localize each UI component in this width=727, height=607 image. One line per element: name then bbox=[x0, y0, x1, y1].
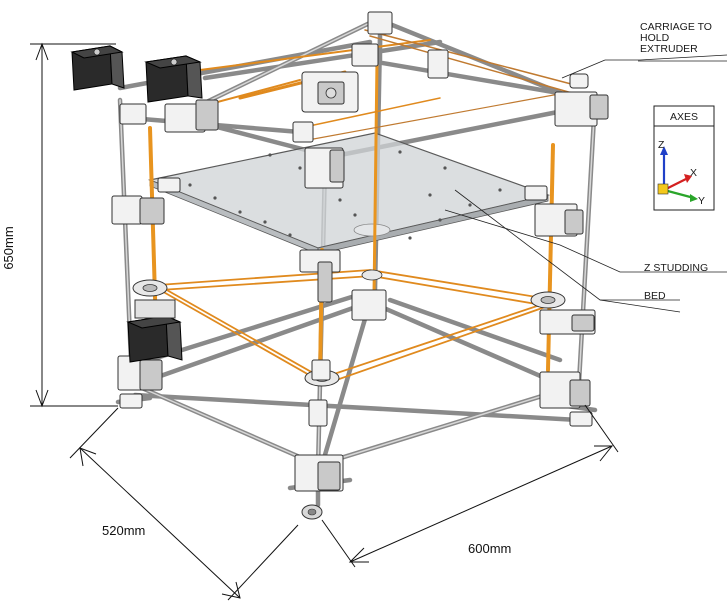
motor-x-2 bbox=[144, 55, 203, 103]
depth-dimension: 520mm bbox=[102, 523, 145, 538]
print-bed bbox=[147, 132, 551, 255]
carriage-label-line1: CARRIAGE TO bbox=[640, 21, 712, 33]
axes-title: AXES bbox=[670, 111, 698, 123]
callouts: CARRIAGE TO HOLD EXTRUDER Z STUDDING BED bbox=[444, 21, 727, 313]
motor-x-1 bbox=[70, 45, 125, 91]
stepper-motors bbox=[70, 45, 203, 363]
axis-y-arrow bbox=[663, 188, 695, 200]
carriage-label-line2: HOLD bbox=[640, 32, 670, 44]
axis-x-label: X bbox=[690, 167, 697, 179]
axis-z-label: Z bbox=[658, 139, 665, 151]
axis-y-label: Y bbox=[698, 195, 705, 207]
width-dimension: 600mm bbox=[468, 541, 511, 556]
height-dimension: 650mm bbox=[1, 226, 16, 269]
dimension-lines: 650mm 520mm 600mm bbox=[1, 42, 619, 601]
axes-legend: AXES Z X Y bbox=[653, 105, 715, 211]
motor-z bbox=[126, 299, 183, 363]
carriage-label-line3: EXTRUDER bbox=[640, 43, 698, 55]
corner-blocks bbox=[111, 11, 609, 520]
z-studding-label: Z STUDDING bbox=[644, 262, 708, 274]
bed-label: BED bbox=[644, 290, 666, 302]
